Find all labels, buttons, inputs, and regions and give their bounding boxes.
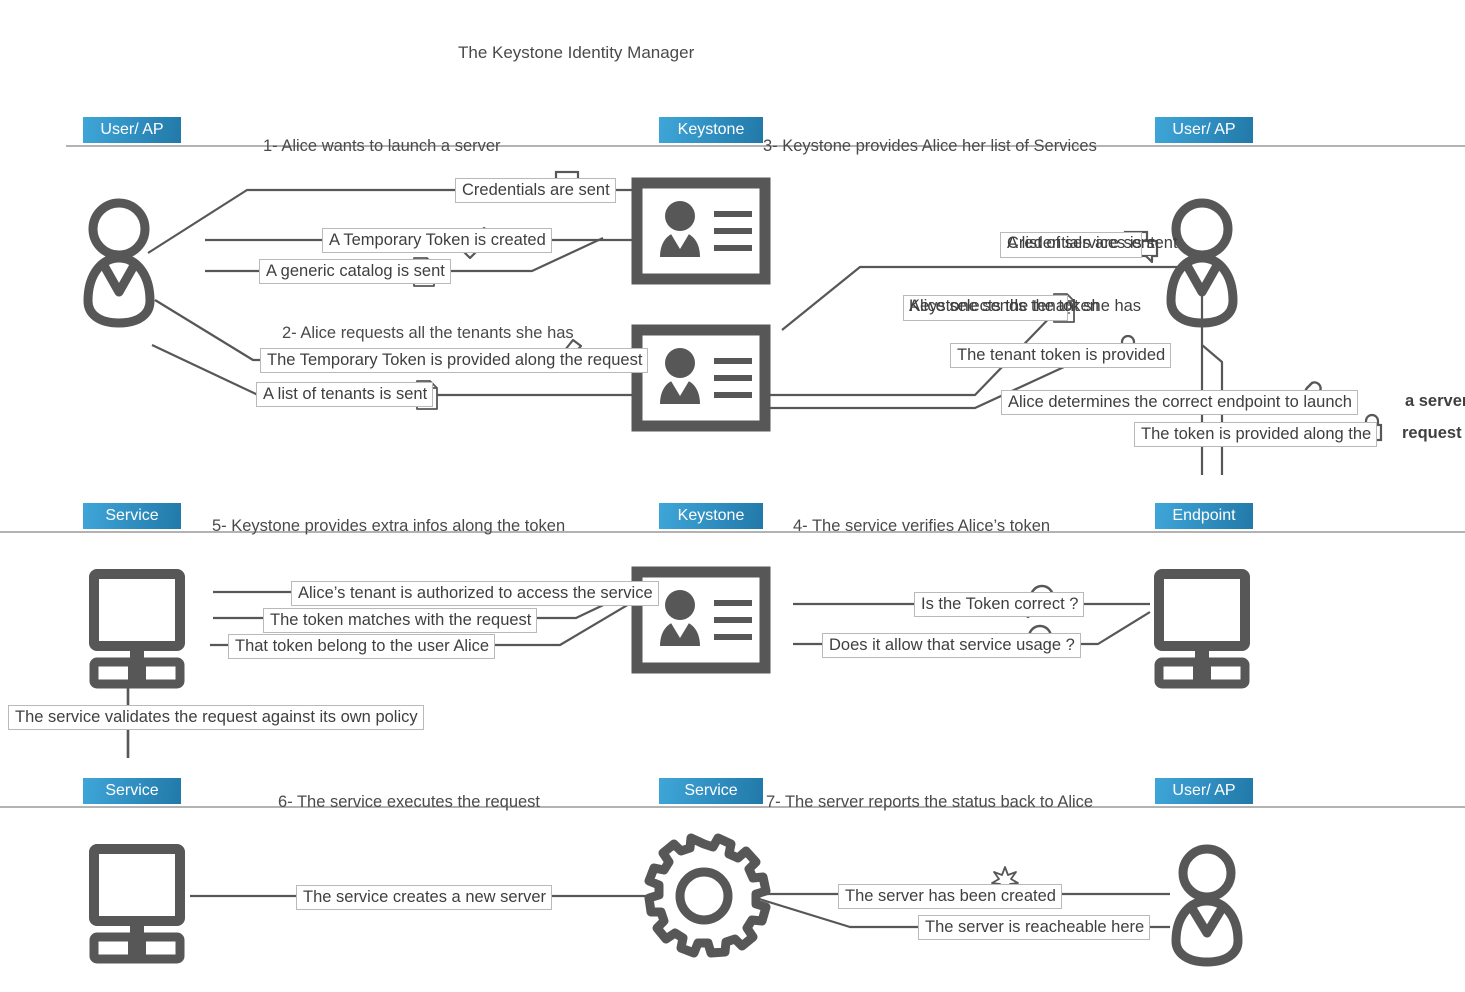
id-card-icon: [631, 177, 771, 285]
lane-tag-user-api-3[interactable]: User/ AP: [1155, 778, 1253, 804]
label-server-is-reacheable: The server is reacheable here: [918, 915, 1151, 940]
label-does-it-allow-service-usage: Does it allow that service usage ?: [822, 633, 1081, 658]
label-generic-catalog-sent: A generic catalog is sent: [259, 259, 451, 284]
label-server-has-been-created: The server has been created: [838, 884, 1062, 909]
page-title: The Keystone Identity Manager: [458, 43, 695, 62]
section-heading-4: 4- The service verifies Alice’s token: [793, 517, 1051, 535]
section-heading-6: 6- The service executes the request: [278, 793, 541, 811]
label-overlap-tenant-b: Alice selects the tenant she has: [909, 297, 1142, 315]
label-token-provided-along: The token is provided along the: [1134, 422, 1378, 447]
label-token-provided-along-text: The token is provided along the: [1141, 425, 1372, 443]
lane-tag-user-api-1[interactable]: User/ AP: [83, 117, 181, 143]
label-temp-token-created: A Temporary Token is created: [322, 228, 552, 253]
monitor-icon: [89, 569, 185, 689]
monitor-icon: [1154, 569, 1250, 689]
person-icon: [1171, 844, 1243, 967]
lane-tag-service-3[interactable]: Service: [659, 778, 763, 804]
label-overlap-services: Credentials are sent A list of services …: [1007, 234, 1178, 258]
label-overlap-services-a: Credentials are sent: [1007, 234, 1155, 252]
label-service-validates-policy: The service validates the request agains…: [8, 705, 424, 730]
id-card-icon: [631, 324, 771, 432]
section-heading-3: 3- Keystone provides Alice her list of S…: [763, 137, 1097, 155]
label-alice-determines-endpoint: Alice determines the correct endpoint to…: [1001, 390, 1358, 415]
label-alice-determines-endpoint-bold: a server: [1405, 392, 1465, 410]
monitor-icon: [89, 844, 185, 964]
gear-icon: [644, 833, 771, 958]
label-overlap-services-b: A list of services is sent: [1007, 234, 1178, 252]
label-overlap-tenant: Keystone sends the token Alice selects t…: [909, 297, 1141, 321]
lane-tag-keystone-1[interactable]: Keystone: [659, 117, 763, 143]
label-token-belongs-alice: That token belong to the user Alice: [228, 634, 496, 659]
section-heading-5: 5- Keystone provides extra infos along t…: [212, 517, 566, 535]
lane-tag-endpoint[interactable]: Endpoint: [1155, 503, 1253, 529]
label-credentials-sent: Credentials are sent: [455, 178, 616, 203]
label-alice-determines-endpoint-text: Alice determines the correct endpoint to…: [1008, 393, 1352, 411]
section-heading-2: 2- Alice requests all the tenants she ha…: [282, 324, 574, 342]
person-icon: [83, 198, 155, 328]
section-heading-7: 7- The server reports the status back to…: [766, 793, 1094, 811]
label-overlap-box-tenant: [903, 295, 1068, 321]
person-icon: [1166, 198, 1238, 328]
label-is-token-correct: Is the Token correct ?: [914, 592, 1085, 617]
section-heading-1: 1- Alice wants to launch a server: [263, 137, 501, 155]
lane-tag-keystone-2[interactable]: Keystone: [659, 503, 763, 529]
lane-tag-user-api-2[interactable]: User/ AP: [1155, 117, 1253, 143]
label-overlap-box-services: [1000, 232, 1142, 258]
label-service-creates-server: The service creates a new server: [296, 885, 553, 910]
label-temp-token-provided: The Temporary Token is provided along th…: [260, 348, 649, 373]
label-tenant-token-provided: The tenant token is provided: [950, 343, 1172, 368]
label-alice-tenant-authorized: Alice’s tenant is authorized to access t…: [291, 581, 659, 606]
label-token-provided-along-bold: request: [1402, 424, 1462, 442]
label-list-tenants-sent: A list of tenants is sent: [256, 382, 434, 407]
lane-tag-service-1[interactable]: Service: [83, 503, 181, 529]
lane-tag-service-2[interactable]: Service: [83, 778, 181, 804]
label-token-matches-request: The token matches with the request: [263, 608, 538, 633]
